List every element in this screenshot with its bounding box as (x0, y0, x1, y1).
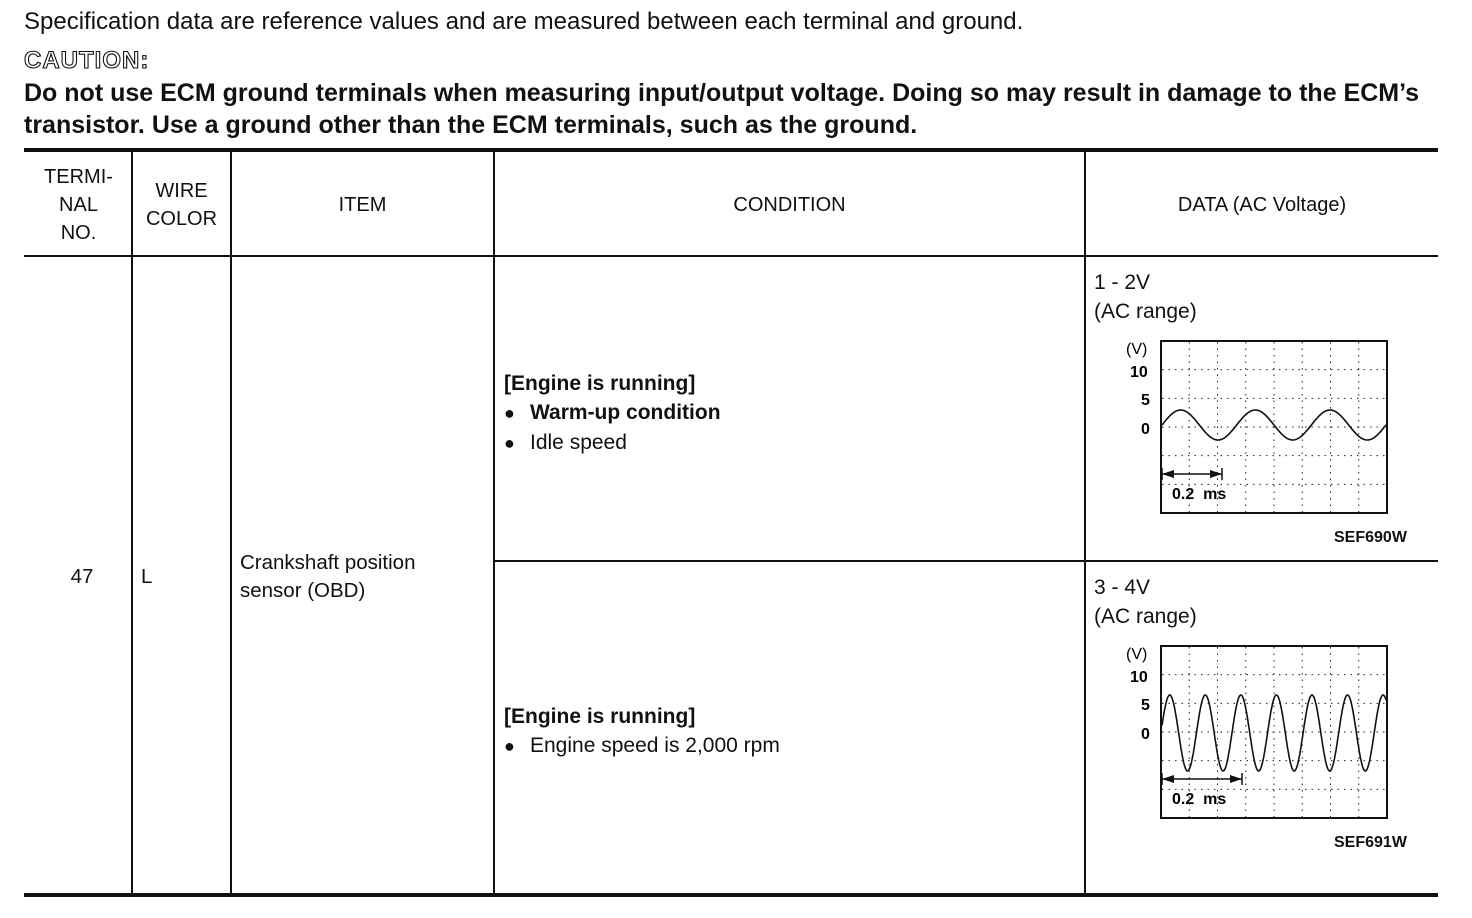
time-scale-label: 0.2 ms (1172, 486, 1226, 503)
header-data: DATA (AC Voltage) (1177, 194, 1347, 216)
tick-label: 5 (1141, 697, 1150, 714)
tick-label: 0 (1141, 726, 1150, 743)
time-scale-arrow (1161, 773, 1243, 785)
figure-code: SEF690W (1334, 529, 1407, 546)
condition-bullet: ●Idle speed (504, 428, 721, 458)
header-item: ITEM (338, 194, 387, 216)
item-name: Crankshaft position sensor (OBD) (240, 551, 416, 602)
time-scale-arrow (1161, 468, 1223, 480)
condition-idle: [Engine is running] ●Warm-up condition ●… (504, 369, 721, 458)
bullet-icon: ● (504, 736, 515, 756)
header-wire-color: WIRE COLOR (145, 180, 218, 230)
bullet-icon: ● (504, 433, 515, 453)
waveform-idle-figure: (V) 10 5 0 0.2 ms (1126, 340, 1388, 514)
caution-text: Do not use ECM ground terminals when mea… (24, 79, 1420, 139)
condition-2000rpm: [Engine is running] ●Engine speed is 2,0… (504, 702, 780, 761)
column-divider (131, 150, 133, 895)
tick-label: 0 (1141, 421, 1150, 438)
scope-grid (1162, 647, 1386, 817)
table-top-rule (24, 148, 1438, 152)
header-terminal-no: TERMI- NAL NO. (44, 166, 113, 244)
waveform-2000rpm-figure: (V) 10 5 0 0.2 ms (1126, 645, 1388, 819)
intro-text: Specification data are reference values … (24, 8, 1024, 35)
figure-code: SEF691W (1334, 834, 1407, 851)
unit-label: (V) (1126, 646, 1147, 663)
bullet-icon: ● (504, 403, 515, 423)
scope-grid (1162, 342, 1386, 512)
terminal-number: 47 (70, 565, 94, 588)
time-scale-label: 0.2 ms (1172, 791, 1226, 808)
wire-color: L (141, 565, 153, 588)
waveform-trace (1161, 694, 1387, 772)
tick-label: 10 (1130, 364, 1148, 381)
data-value-idle: 1 - 2V (AC range) (1094, 271, 1197, 323)
column-divider (230, 150, 232, 895)
tick-label: 10 (1130, 669, 1148, 686)
condition-bullet: ●Warm-up condition (504, 398, 721, 428)
data-value-2000rpm: 3 - 4V (AC range) (1094, 576, 1197, 628)
waveform-trace (1161, 409, 1387, 441)
caution-label: CAUTION: (23, 46, 150, 74)
header-bottom-rule (24, 255, 1438, 257)
column-divider (1084, 150, 1086, 895)
condition-heading: [Engine is running] (504, 705, 696, 728)
column-divider (493, 150, 495, 895)
condition-heading: [Engine is running] (504, 372, 696, 395)
condition-bullet: ●Engine speed is 2,000 rpm (504, 731, 780, 761)
header-condition: CONDITION (733, 194, 846, 216)
table-bottom-rule (24, 893, 1438, 897)
unit-label: (V) (1126, 341, 1147, 358)
row-divider (494, 560, 1438, 562)
tick-label: 5 (1141, 392, 1150, 409)
